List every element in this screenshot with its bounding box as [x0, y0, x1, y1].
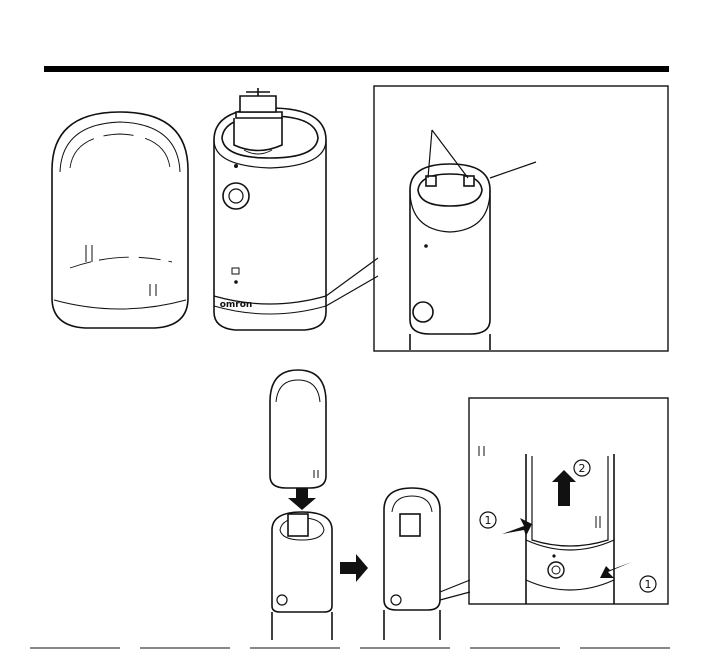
arrow-down-icon — [288, 488, 316, 510]
arrow-push-left-icon — [502, 518, 532, 536]
arrow-push-right-icon — [600, 562, 632, 578]
device-body — [214, 88, 326, 330]
assembled-unit — [384, 488, 440, 640]
zoom-leader-bottom-b — [440, 592, 470, 600]
callout-step-2: 2 — [579, 462, 586, 475]
callout-step-1-left: 1 — [485, 514, 492, 527]
callout-step-1-right: 1 — [645, 578, 652, 591]
zoom-leader-top — [326, 258, 378, 296]
callout-line-tab-right — [432, 130, 468, 178]
battery-icon — [232, 268, 239, 274]
cap-small — [270, 370, 326, 488]
arrow-up-icon — [552, 470, 576, 506]
assembled-button — [391, 595, 401, 605]
callout-line-rim — [490, 162, 536, 178]
arrow-right-icon — [340, 554, 368, 582]
detail-dot — [424, 244, 428, 248]
power-button-outline — [223, 183, 249, 209]
brand-logo: omron — [220, 300, 253, 310]
base-button — [277, 595, 287, 605]
indicator-dot — [234, 164, 238, 168]
status-dot — [234, 280, 238, 284]
section-rule — [44, 66, 669, 72]
base-unit-left — [272, 512, 332, 640]
zoom-leader-bottom-a — [440, 580, 470, 592]
transparent-cap — [52, 112, 188, 328]
detail-button — [413, 302, 433, 322]
detail-power-button — [548, 562, 564, 578]
callout-line-tab-left — [428, 130, 432, 178]
